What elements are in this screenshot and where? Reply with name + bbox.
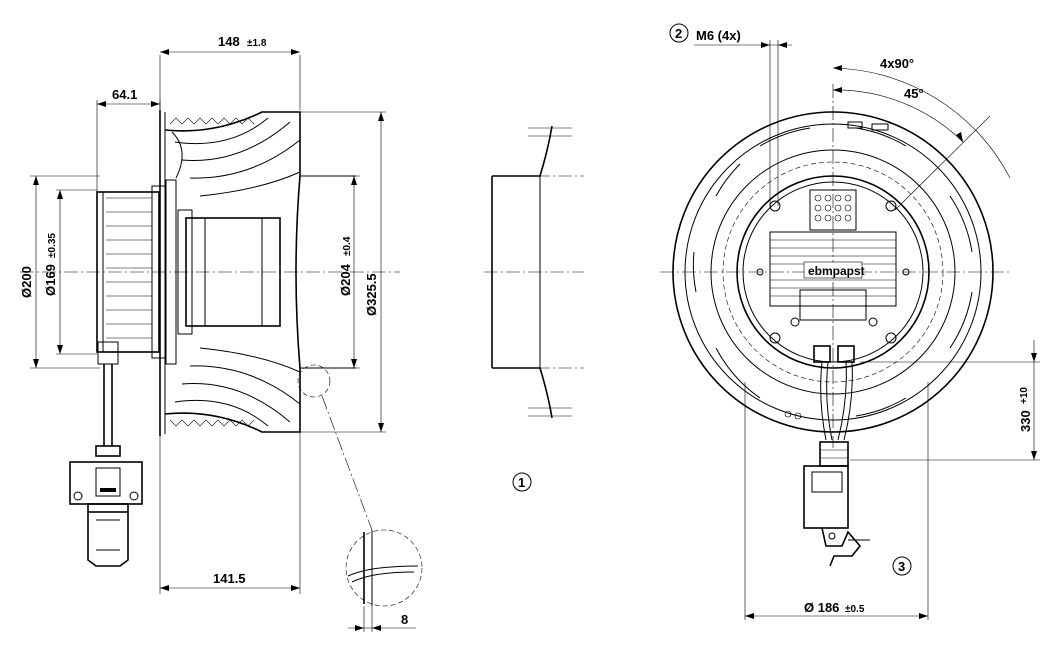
nozzle-view: 1 [484,125,584,492]
motor-face: ebmpapst [756,121,910,420]
ring-slots [692,127,973,417]
tol-148: ±1.8 [247,38,267,49]
dim-dia-204: Ø204 [338,263,353,296]
callout-2: 2 [675,26,682,41]
dim-148: 148 [218,34,240,49]
callout-3-circle [892,556,912,576]
dim-330: 330 [1018,410,1033,432]
dim-64: 64.1 [112,87,137,102]
motor-body [96,179,177,365]
callout-3: 3 [898,559,905,574]
detail-marker [297,364,331,398]
tol-169: ±0.35 [47,233,58,258]
tol-330: +10 [1019,387,1030,404]
dim-141: 141.5 [213,571,246,586]
angle-4x90: 4x90° [880,56,914,71]
angle-45: 45° [904,86,924,101]
dim-dia-200: Ø200 [19,266,34,298]
callout-1: 1 [518,475,525,490]
outer-ring [672,111,994,433]
front-cable [803,345,870,567]
tol-204: ±0.4 [342,236,353,256]
side-view: 148 ±1.8 64.1 Ø200 Ø169 ±0.35 Ø204 ±0.4 [19,34,423,632]
dim-dia-186: Ø 186 [804,600,839,615]
dim-dia-325: Ø325.5 [364,273,379,316]
dim-dia-169: Ø169 [43,264,58,296]
callout-2-circle [669,23,689,43]
tol-186: ±0.5 [845,604,865,615]
cable-connector [69,341,143,567]
impeller [164,111,356,433]
brand-logo: ebmpapst [808,264,865,278]
inlet-ring [736,175,930,369]
thread-label: M6 (4x) [696,28,741,43]
front-view: ebmpapst 2 [660,23,1040,620]
callout-1-circle [512,472,532,492]
detail-view [345,529,423,607]
dim-8: 8 [401,612,408,627]
